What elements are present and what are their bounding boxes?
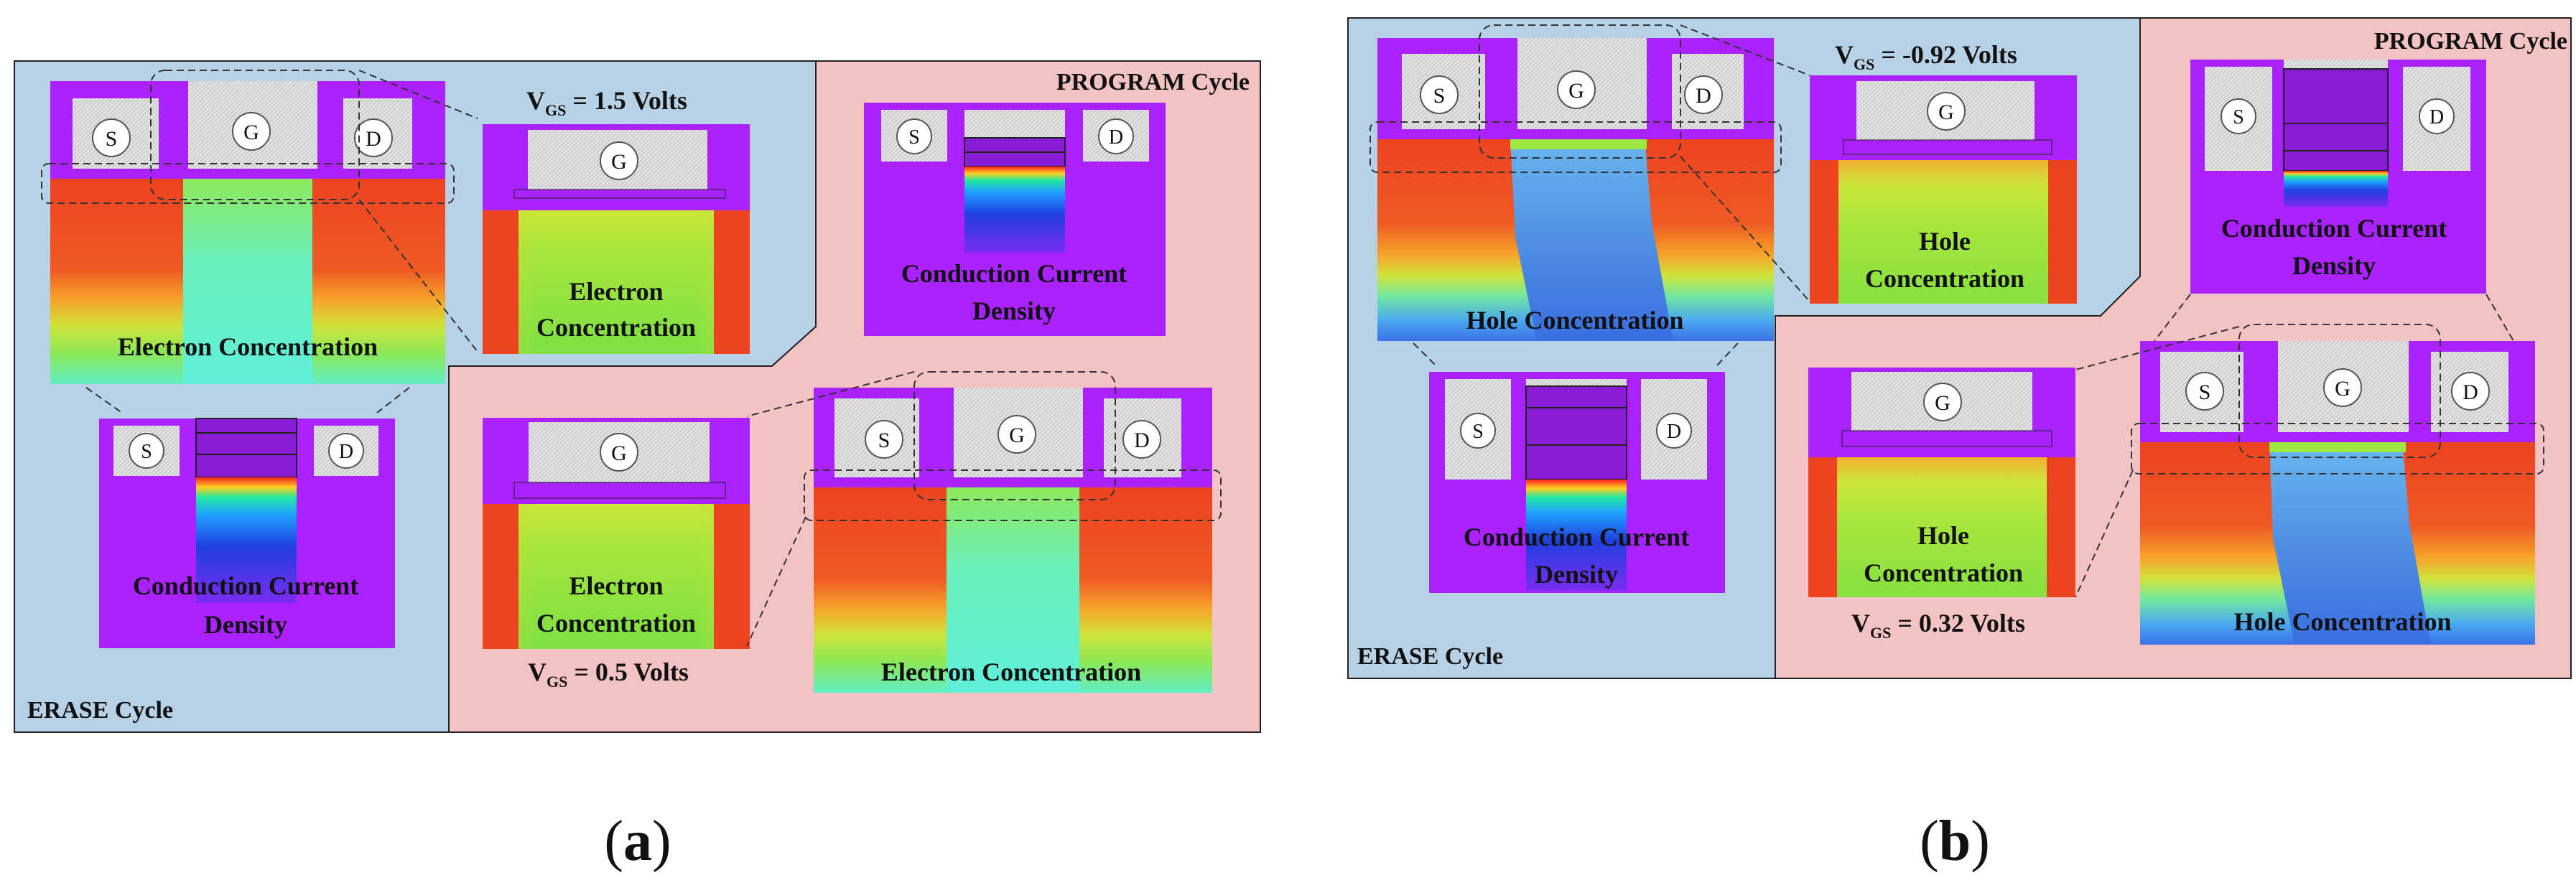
panel-b-program-hole-device: S G D Hole Concentration	[2140, 341, 2535, 645]
panel-a-prog-zoom-title-1: Electron	[569, 571, 663, 600]
panel-b-erase-gate: G	[1568, 79, 1584, 103]
panel-b-prog-ccd-title-2: Density	[2292, 251, 2376, 280]
panel-b-prog-big-source: S	[2199, 380, 2211, 404]
panel-a-prog-big-source: S	[878, 429, 891, 452]
panel-a-erase-drain-circle	[354, 118, 393, 157]
panel-a-erase-zoom-gate: G	[611, 150, 627, 174]
panel-a: ERASE Cycle PROGRAM Cycle S G D Electron…	[14, 60, 1261, 873]
panel-a-program-electron-device: S G D Electron Concentration	[814, 388, 1212, 693]
panel-b-ccd-source: S	[1472, 421, 1484, 443]
panel-b-erase-zoom-title-1: Hole	[1919, 227, 1971, 256]
panel-b: ERASE Cycle PROGRAM Cycle S G D Hole Con…	[1347, 17, 2572, 873]
panel-a-vgs-erase: VGS = 1.5 Volts	[526, 86, 687, 119]
panel-a-prog-big-drain: D	[1134, 429, 1150, 452]
panel-b-program-ccd-device: S D Conduction Current Density	[2190, 60, 2486, 294]
panel-a-ccd-title-1: Conduction Current	[133, 571, 358, 600]
panel-b-prog-big-gate: G	[2335, 377, 2351, 401]
panel-b-prog-zoom-gate: G	[1935, 391, 1950, 415]
panel-a-ccd-source: S	[141, 441, 152, 463]
panel-b-program-label: PROGRAM Cycle	[2374, 28, 2567, 55]
panel-a-prog-ccd-title-1: Conduction Current	[901, 259, 1127, 288]
panel-b-prog-ccd-source: S	[2233, 106, 2244, 128]
panel-a-erase-electron-device: S G D Electron Concentration	[50, 81, 445, 384]
panel-a-erase-gate-circle	[232, 112, 271, 151]
panel-a-program-electron-zoom: G Electron Concentration	[483, 418, 750, 649]
panel-b-erase-hole-title: Hole Concentration	[1466, 306, 1684, 335]
panel-b-prog-zoom-title-2: Concentration	[1864, 558, 2023, 587]
panel-b-erase-zoom-title-2: Concentration	[1865, 264, 2024, 293]
panel-a-erase-electron-zoom: G Electron Concentration	[483, 124, 750, 354]
panel-b-prog-big-drain: D	[2463, 380, 2478, 404]
panel-a-erase-ccd-device: S D Conduction Current Density	[99, 418, 395, 648]
panel-a-prog-zoom-gate: G	[611, 441, 627, 465]
panel-b-ccd-title-2: Density	[1535, 560, 1618, 589]
panel-b-erase-label: ERASE Cycle	[1357, 643, 1503, 670]
panel-a-erase-label: ERASE Cycle	[27, 697, 173, 724]
panel-b-prog-ccd-drain: D	[2429, 106, 2444, 128]
panel-b-vgs-erase: VGS = -0.92 Volts	[1835, 40, 2017, 73]
panel-a-ccd-title-2: Density	[204, 610, 287, 639]
panel-a-erase-drain-label: D	[366, 127, 381, 151]
panel-b-prog-big-title: Hole Concentration	[2234, 607, 2452, 636]
panel-b-erase-drain: D	[1696, 84, 1711, 108]
panel-b-prog-zoom-title-1: Hole	[1917, 521, 1969, 550]
panel-a-erase-gate-label: G	[243, 121, 259, 144]
panel-a-prog-ccd-title-2: Density	[972, 296, 1056, 325]
panel-b-prog-ccd-title-1: Conduction Current	[2221, 214, 2447, 243]
panel-a-prog-ccd-source: S	[908, 126, 920, 149]
panel-a-vgs-program: VGS = 0.5 Volts	[528, 658, 689, 691]
panel-a-prog-zoom-title-2: Concentration	[536, 609, 696, 637]
panel-b-ccd-drain: D	[1667, 421, 1681, 443]
panel-b-program-hole-zoom: G Hole Concentration	[1808, 368, 2075, 597]
panel-b-erase-source: S	[1433, 84, 1446, 108]
panel-a-erase-electron-title: Electron Concentration	[118, 332, 378, 361]
panel-a-ccd-drain: D	[339, 441, 353, 463]
panel-b-erase-ccd-device: S D Conduction Current Density	[1429, 372, 1725, 593]
panel-b-erase-hole-device: S G D Hole Concentration	[1377, 38, 1774, 341]
panel-a-erase-zoom-title-2: Concentration	[536, 313, 696, 342]
panel-a-caption: (a)	[604, 810, 671, 873]
panel-a-erase-source-circle	[92, 118, 131, 157]
panel-a-erase-source-label: S	[106, 127, 118, 151]
panel-b-caption: (b)	[1920, 810, 1990, 873]
panel-a-prog-big-gate: G	[1009, 424, 1025, 447]
panel-b-vgs-program: VGS = 0.32 Volts	[1851, 609, 2025, 642]
panel-b-erase-zoom-gate: G	[1938, 100, 1954, 124]
panel-b-ccd-title-1: Conduction Current	[1464, 523, 1689, 551]
panel-b-erase-hole-zoom: G Hole Concentration	[1810, 75, 2077, 304]
panel-a-erase-zoom-title-1: Electron	[569, 277, 663, 306]
panel-a-program-ccd-device: S D Conduction Current Density	[864, 103, 1166, 336]
panel-a-program-label: PROGRAM Cycle	[1056, 69, 1250, 95]
panel-a-prog-ccd-drain: D	[1109, 126, 1123, 149]
panel-a-prog-big-title: Electron Concentration	[881, 658, 1141, 686]
